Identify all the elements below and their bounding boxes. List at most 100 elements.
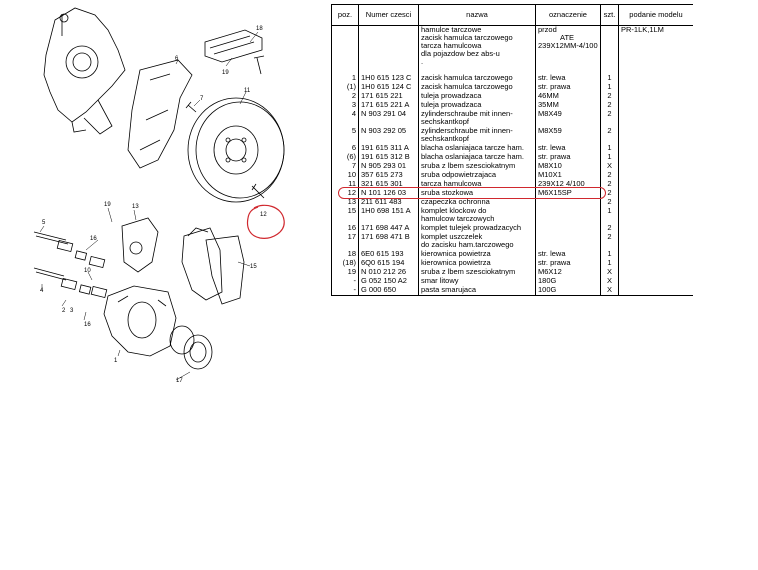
- cell-nazwa-line: sruba z lbem szesciokatnym: [421, 162, 516, 170]
- steering-knuckle: [43, 7, 126, 135]
- cell-poz: 17: [331, 233, 359, 250]
- cell-oznaczenie: 180G: [535, 277, 601, 286]
- seal-kit: [169, 325, 213, 370]
- callout-16-lower: 16: [84, 322, 91, 328]
- leader-lines: [39, 31, 259, 381]
- cell-podanie-modelu: [618, 198, 693, 207]
- cell-oznaczenie-line: 239X12MM-4/100: [538, 41, 598, 50]
- cell-oznaczenie-line: str. lewa: [538, 144, 566, 152]
- cell-numer-czesci: 6E0 615 193: [358, 250, 419, 259]
- cell-oznaczenie-line: str. prawa: [538, 153, 571, 161]
- cell-oznaczenie-line: 239X12 4/100: [538, 180, 585, 188]
- brake-pads: [181, 227, 245, 305]
- cell-nazwa: blacha oslaniajaca tarcze ham.: [418, 153, 536, 162]
- header-poz: poz.: [331, 4, 359, 26]
- cell-numer-czesci: 6Q0 615 194: [358, 259, 419, 268]
- cell-nazwa-line: zacisk hamulca tarczowego: [421, 33, 513, 42]
- cell-numer-czesci: 1H0 615 124 C: [358, 83, 419, 92]
- cell-oznaczenie: str. lewa: [535, 74, 601, 83]
- cell-nazwa: zacisk hamulca tarczowego: [418, 83, 536, 92]
- cell-podanie-modelu: [618, 171, 693, 180]
- cell-szt: 1: [600, 83, 619, 92]
- cell-oznaczenie: str. prawa: [535, 83, 601, 92]
- cell-oznaczenie-line: M6X15SP: [538, 189, 572, 197]
- cell-nazwa: zacisk hamulca tarczowego: [418, 74, 536, 83]
- cell-nazwa: komplet tulejek prowadzacych: [418, 224, 536, 233]
- cell-podanie-modelu: [618, 92, 693, 101]
- cell-oznaczenie: [535, 198, 601, 207]
- cell-numer-czesci: 171 698 447 A: [358, 224, 419, 233]
- cell-oznaczenie-line: str. lewa: [538, 250, 566, 258]
- header-numer-czesci: Numer czesci: [358, 4, 419, 26]
- cell-numer-czesci: 1H0 698 151 A: [358, 207, 419, 224]
- cell-nazwa: sruba stozkowa: [418, 189, 536, 198]
- cell-nazwa: zylinderschraube mit innen-sechskantkopf: [418, 110, 536, 127]
- cell-oznaczenie-line: str. prawa: [538, 259, 571, 267]
- cell-podanie-modelu: [618, 74, 693, 83]
- cell-poz: 2: [331, 92, 359, 101]
- header-oznaczenie: oznaczenie: [535, 4, 601, 26]
- callout-6: 6: [175, 56, 179, 62]
- cell-oznaczenie: 46MM: [535, 92, 601, 101]
- cell-szt: 1: [600, 250, 619, 259]
- cell-poz: -: [331, 286, 359, 296]
- cell-nazwa-line: zacisk hamulca tarczowego: [421, 74, 513, 82]
- cell-podanie-modelu: [618, 224, 693, 233]
- cell-nazwa: sruba z lbem szesciokatnym: [418, 162, 536, 171]
- cell-nazwa-line: tuleja prowadzaca: [421, 101, 482, 109]
- cell-poz: 15: [331, 207, 359, 224]
- cell-szt: 1: [600, 207, 619, 224]
- cell-numer-czesci: 171 615 221 A: [358, 101, 419, 110]
- cell-numer-czesci: N 903 292 05: [358, 127, 419, 144]
- cell-numer-czesci: 211 611 483: [358, 198, 419, 207]
- cell-oznaczenie-line: M10X1: [538, 171, 562, 179]
- cell-podanie-modelu: [618, 162, 693, 171]
- cell-nazwa-line: kierownica powietrza: [421, 259, 491, 267]
- cell-oznaczenie: M8X49: [535, 110, 601, 127]
- callout-11: 11: [244, 88, 251, 94]
- cell-poz: 12: [331, 189, 359, 198]
- cell-szt: 1: [600, 259, 619, 268]
- table-header-row: poz. Numer czesci nazwa oznaczenie szt. …: [331, 4, 693, 26]
- cell-nazwa-line: smar litowy: [421, 277, 459, 285]
- cell-nazwa-line: sechskantkopf: [421, 134, 469, 143]
- screw-12: [251, 183, 265, 199]
- cell-oznaczenie-line: 100G: [538, 286, 557, 294]
- cell-szt: 1: [600, 74, 619, 83]
- cell-nazwa-line: pasta smarujaca: [421, 286, 477, 294]
- cell-numer-czesci: G 000 650: [358, 286, 419, 296]
- cell-oznaczenie: M10X1: [535, 171, 601, 180]
- cell-oznaczenie-line: M8X49: [538, 110, 562, 118]
- cell-numer-czesci: [358, 25, 419, 74]
- cell-poz: 6: [331, 144, 359, 153]
- cell-oznaczenie-line: M8X10: [538, 162, 562, 170]
- callout-labels: 18 19 6 7 11 19 12 5 16 10 13 15 4 2 3 1…: [40, 26, 267, 384]
- cell-podanie-modelu: [618, 180, 693, 189]
- cell-numer-czesci: 171 698 471 B: [358, 233, 419, 250]
- cell-szt: 2: [600, 198, 619, 207]
- cell-nazwa: sruba odpowietrzajaca: [418, 171, 536, 180]
- callout-13: 13: [132, 204, 139, 210]
- cell-nazwa-line: do zacisku ham.tarczowego: [421, 240, 514, 249]
- cell-nazwa-line: tarcza hamulcowa: [421, 41, 482, 50]
- cell-szt: X: [600, 286, 619, 296]
- callout-7: 7: [200, 96, 204, 102]
- cell-szt: 2: [600, 92, 619, 101]
- caliper-body: [103, 285, 177, 357]
